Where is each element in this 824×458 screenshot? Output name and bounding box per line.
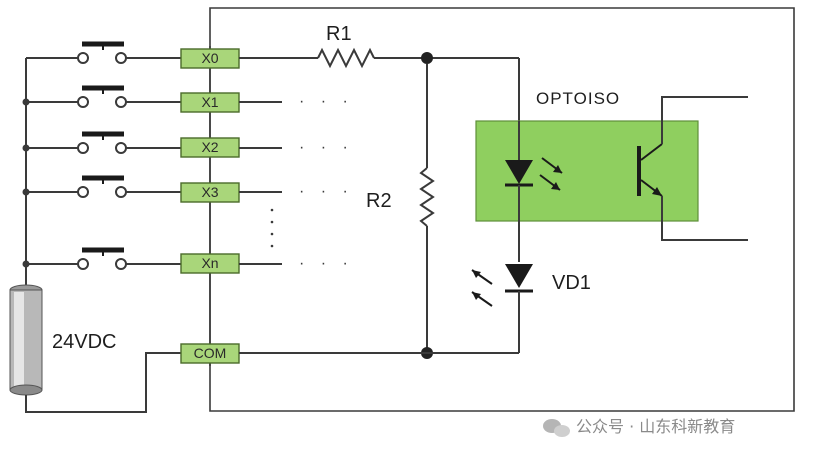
watermark-text: 公众号 · 山东科新教育 [576, 417, 735, 436]
junction-dot [22, 260, 30, 268]
opto-led-icon [505, 121, 563, 221]
r2-resistor-icon [419, 167, 435, 227]
r1-resistor-icon [317, 47, 375, 69]
continuation-dots: · · · [299, 93, 354, 110]
terminal-xn: Xn [180, 253, 240, 274]
battery-24vdc-icon [9, 284, 43, 396]
junction-dot [22, 188, 30, 196]
switch-row-x3 [26, 175, 181, 198]
switch-row-x0 [26, 41, 181, 64]
terminal-x2: X2 [180, 137, 240, 158]
switch-row-xn [26, 247, 181, 270]
r1-label: R1 [326, 23, 352, 45]
continuation-dots: · · · [299, 139, 354, 156]
r2-label: R2 [366, 190, 392, 212]
phototransistor-icon [637, 96, 748, 241]
terminal-label: X0 [201, 50, 218, 66]
optoisolator-body [475, 120, 699, 222]
wechat-logo-icon [543, 419, 570, 437]
terminal-label: X1 [201, 94, 218, 110]
vd1-led-icon [471, 264, 533, 353]
optoisolator-label: OPTOISO [536, 89, 620, 108]
com-return-wire [25, 352, 183, 413]
switch-row-x1 [26, 85, 181, 108]
supply-label: 24VDC [52, 331, 116, 353]
watermark: 公众号 · 山东科新教育 [543, 417, 735, 437]
continuation-dots: · · · [299, 255, 354, 272]
terminal-label: COM [194, 345, 227, 361]
junction-dot [22, 98, 30, 106]
terminal-label: X2 [201, 139, 218, 155]
switch-row-x2 [26, 131, 181, 154]
junction-node [421, 52, 433, 64]
vd1-label: VD1 [552, 272, 591, 294]
terminal-com: COM [180, 343, 240, 364]
junction-dot [22, 144, 30, 152]
vertical-continuation-dots [270, 208, 274, 248]
terminal-x1: X1 [180, 92, 240, 113]
terminal-label: Xn [201, 255, 218, 271]
terminal-x0: X0 [180, 48, 240, 69]
terminal-label: X3 [201, 184, 218, 200]
terminal-x3: X3 [180, 182, 240, 203]
continuation-dots: · · · [299, 183, 354, 200]
